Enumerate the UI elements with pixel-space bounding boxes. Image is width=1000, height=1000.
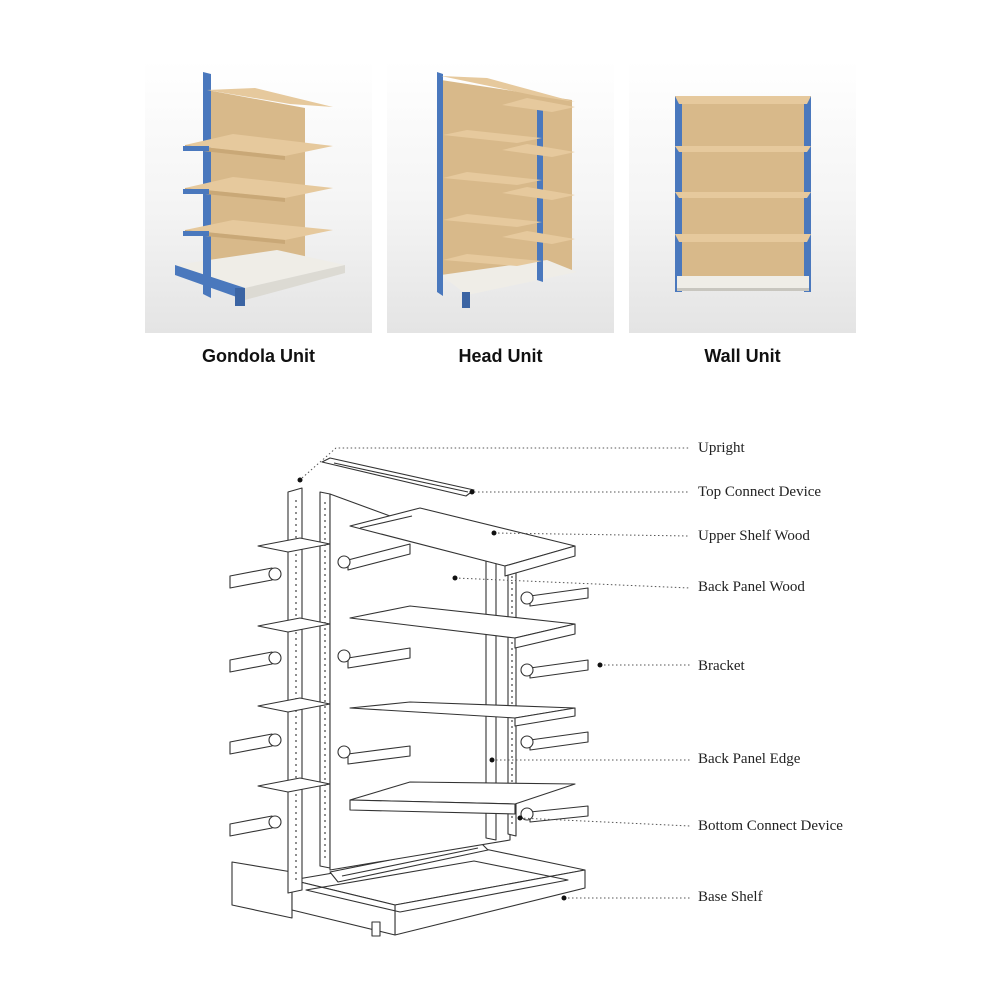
shelf-4-front: [349, 799, 516, 815]
top-connect-groove: [333, 462, 469, 493]
exploded-shelf-diagram: [229, 447, 691, 937]
leader-dots: [297, 477, 603, 901]
head-unit-caption: Head Unit: [458, 346, 543, 366]
callout-bottom-connect-device: Bottom Connect Device: [698, 818, 843, 834]
leader-upper-shelf: [493, 532, 691, 537]
wall-unit-caption: Wall Unit: [704, 346, 781, 366]
bottom-connect-groove: [341, 847, 479, 877]
base-shelf-inner: [305, 860, 569, 913]
left-brackets: [229, 567, 282, 837]
left-shelf-2: [257, 617, 331, 633]
callout-bracket: Bracket: [698, 658, 745, 674]
middle-brackets: [337, 543, 411, 765]
leader-upright: [301, 447, 690, 479]
head-unit-image: [387, 60, 614, 333]
callout-back-panel-wood: Back Panel Wood: [698, 579, 805, 595]
shelf-3-front: [514, 707, 576, 727]
right-brackets: [520, 587, 589, 823]
base-foot: [371, 921, 381, 937]
base-shelf-side: [291, 879, 396, 936]
callout-upright: Upright: [698, 440, 745, 456]
left-shelf-1: [257, 537, 331, 553]
gondola-unit-image: [145, 60, 372, 333]
upper-shelf-front: [504, 545, 576, 577]
callout-back-panel-edge: Back Panel Edge: [698, 751, 801, 767]
callout-base-shelf: Base Shelf: [698, 889, 763, 905]
upper-shelf-slot: [359, 515, 413, 529]
left-shelf-4: [257, 777, 331, 793]
wall-unit-image: [629, 60, 856, 333]
upright-middle: [319, 491, 331, 869]
wall-unit-illustration: [675, 96, 811, 292]
head-unit-illustration: [437, 72, 577, 308]
leader-bottom-connect: [519, 817, 691, 827]
leader-lines: [301, 447, 691, 899]
leader-back-panel: [454, 577, 691, 589]
callout-top-connect-device: Top Connect Device: [698, 484, 822, 500]
callout-upper-shelf-wood: Upper Shelf Wood: [698, 528, 810, 544]
left-shelf-3: [257, 697, 331, 713]
gondola-unit-caption: Gondola Unit: [202, 346, 315, 366]
base-left-side: [231, 861, 293, 919]
shelf-2-front: [514, 623, 576, 649]
gondola-unit-illustration: [175, 72, 345, 306]
